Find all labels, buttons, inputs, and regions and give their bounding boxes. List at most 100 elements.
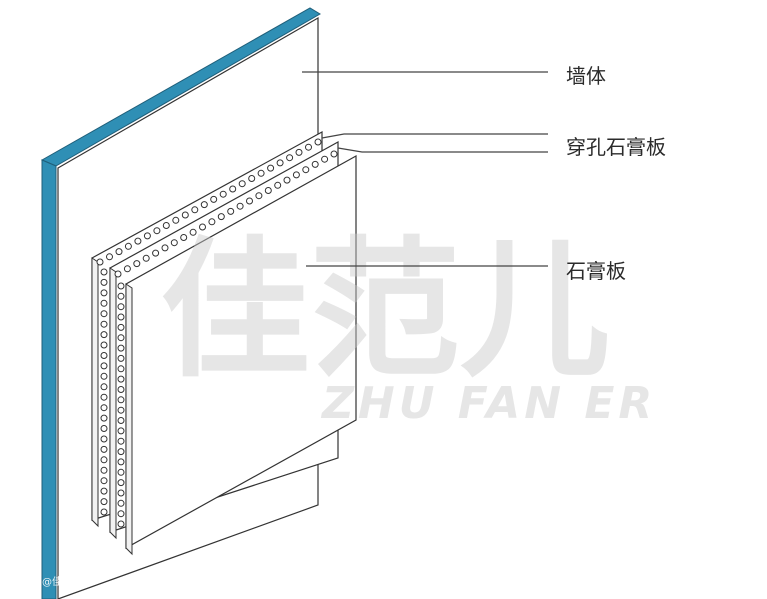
hole [100, 393, 108, 401]
hole [191, 206, 199, 214]
hole [199, 223, 206, 231]
hole [100, 414, 108, 422]
hole [117, 468, 125, 476]
wall-left-edge [41, 159, 57, 599]
hole [117, 282, 125, 290]
hole [133, 260, 141, 268]
hole [100, 341, 108, 349]
gypsum-board [125, 154, 357, 556]
hole [246, 197, 253, 205]
hole [117, 417, 125, 424]
hole [100, 362, 108, 370]
hole [172, 216, 180, 224]
hole [170, 239, 178, 247]
leader-perforated-1 [321, 133, 548, 139]
hole [117, 489, 125, 497]
leader-lines [302, 71, 548, 267]
hole [100, 404, 108, 412]
hole [106, 253, 113, 261]
hole [100, 352, 108, 359]
hole [117, 406, 125, 414]
hole [117, 365, 125, 373]
hole [100, 435, 108, 443]
hole [117, 427, 125, 435]
hole [257, 169, 265, 177]
hole [123, 265, 131, 273]
hole [142, 254, 150, 262]
hole [117, 292, 125, 300]
hole [100, 331, 108, 339]
hole [100, 299, 108, 307]
hole [267, 164, 275, 172]
watermark-logo: 佳范儿 [160, 224, 610, 398]
hole [295, 148, 303, 156]
hole [219, 190, 227, 198]
hole [189, 228, 197, 236]
hole [117, 520, 125, 528]
hole [100, 456, 108, 464]
hole [100, 320, 108, 328]
hole [143, 232, 151, 240]
hole [117, 375, 125, 383]
hole [100, 508, 108, 516]
hole [100, 372, 108, 380]
hole [100, 278, 108, 286]
hole [115, 248, 123, 256]
hole [286, 154, 294, 162]
watermark: 佳范儿 ZHU FAN ER [160, 224, 656, 429]
hole [314, 138, 322, 146]
hole [117, 396, 125, 404]
credit-text: @大眼@佳范儿 [12, 577, 82, 588]
hole [229, 185, 237, 193]
hole [117, 344, 125, 352]
hole [117, 334, 125, 342]
hole [100, 498, 108, 506]
hole [181, 211, 189, 219]
hole [200, 201, 208, 209]
hole [321, 155, 329, 163]
hole [153, 227, 161, 235]
label-gypsum-board: 石膏板 [566, 259, 626, 283]
watermark-text: ZHU FAN ER [320, 378, 656, 429]
hole [255, 192, 263, 200]
hole [96, 258, 104, 266]
hole [100, 268, 108, 276]
hole [264, 187, 272, 194]
hole [100, 487, 108, 495]
perforation-holes [96, 138, 338, 528]
hole [100, 425, 108, 432]
hole [100, 383, 108, 391]
hole [162, 222, 170, 229]
hole [100, 310, 108, 318]
hole [248, 175, 256, 182]
hole [217, 213, 225, 221]
hole [117, 313, 125, 321]
hole [117, 303, 125, 311]
hole [152, 249, 160, 257]
hole [117, 448, 125, 456]
hole [238, 180, 246, 188]
hole [208, 218, 216, 226]
hole [117, 458, 125, 466]
hole [274, 181, 282, 189]
hole [330, 150, 338, 158]
hole [117, 479, 125, 487]
hole [100, 466, 108, 474]
hole [117, 499, 125, 507]
hole [100, 477, 108, 485]
label-wall: 墙体 [566, 64, 606, 88]
hole [117, 386, 125, 393]
hole [117, 437, 125, 445]
hole [117, 354, 125, 362]
hole [134, 237, 142, 245]
hole [161, 244, 169, 252]
label-perforated-board: 穿孔石膏板 [566, 135, 666, 159]
hole [302, 166, 310, 174]
hole [227, 207, 235, 215]
hole [292, 171, 300, 179]
hole [117, 323, 125, 331]
hole [180, 234, 188, 241]
hole [283, 176, 291, 184]
hole [305, 143, 312, 151]
